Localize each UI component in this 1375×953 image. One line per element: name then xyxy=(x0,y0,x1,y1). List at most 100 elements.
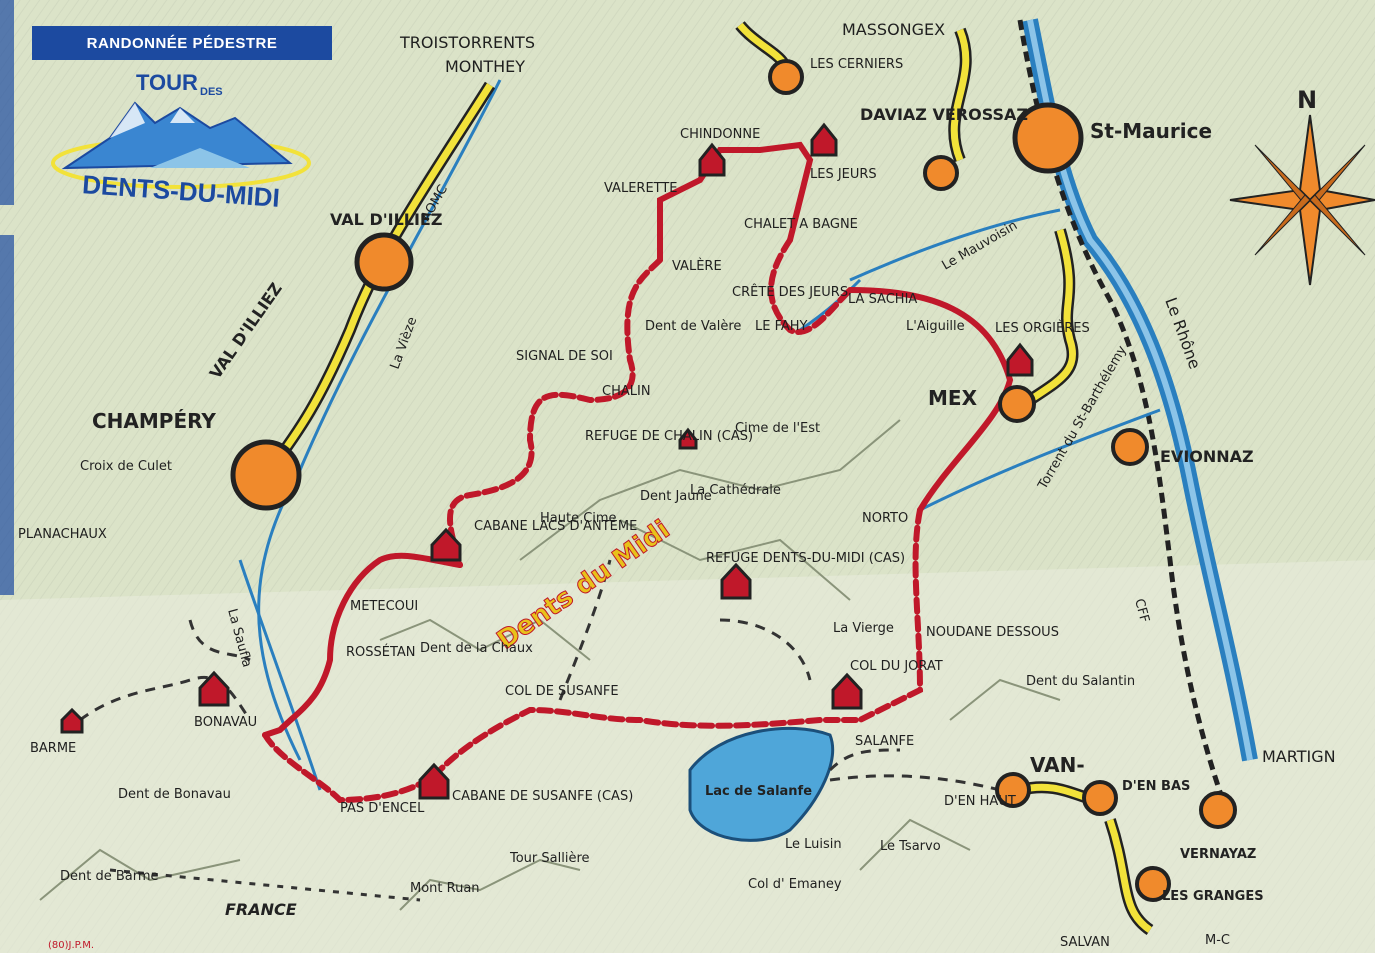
label-cime-de-l-est[interactable]: Cime de l'Est xyxy=(735,421,820,436)
town-marker-val-d-illiez[interactable] xyxy=(354,232,414,292)
label-metecoui[interactable]: METECOUI xyxy=(350,599,418,614)
label-rossetan[interactable]: ROSSÉTAN xyxy=(346,644,416,660)
town-marker-les-cerniers[interactable] xyxy=(768,59,804,95)
label-valere[interactable]: VALÈRE xyxy=(672,258,722,274)
label-col-de-susanfe[interactable]: COL DE SUSANFE xyxy=(505,684,619,699)
label-signature: (80)J.P.M. xyxy=(48,940,94,951)
label-massongex[interactable]: MASSONGEX xyxy=(842,20,945,39)
town-marker-les-granges[interactable] xyxy=(1135,866,1171,902)
label-la-cathedrale[interactable]: La Cathédrale xyxy=(690,483,781,498)
label-tour-salliere[interactable]: Tour Sallière xyxy=(509,851,590,866)
label-chindonne[interactable]: CHINDONNE xyxy=(680,127,760,142)
label-m-c[interactable]: M-C xyxy=(1205,933,1230,948)
hut-icon-mex[interactable] xyxy=(1006,342,1034,377)
label-monthey[interactable]: MONTHEY xyxy=(445,57,525,76)
label-mex[interactable]: MEX xyxy=(928,386,978,410)
logo-des-text: DES xyxy=(200,86,223,98)
hut-icon-bonavau[interactable] xyxy=(198,670,230,707)
label-van-d-en-bas[interactable]: D'EN BAS xyxy=(1122,779,1190,794)
route-dashed xyxy=(262,237,924,804)
town-marker-st-maurice[interactable] xyxy=(1012,102,1084,174)
hut-icon-refuge-dents-du-midi[interactable] xyxy=(720,562,752,600)
hut-icon-chindonne[interactable] xyxy=(698,142,726,177)
label-col-d-emaney[interactable]: Col d' Emaney xyxy=(748,877,842,892)
town-marker-mex[interactable] xyxy=(998,385,1036,423)
label-mont-ruan[interactable]: Mont Ruan xyxy=(410,881,480,896)
town-markers xyxy=(230,59,1237,902)
label-dent-de-valere[interactable]: Dent de Valère xyxy=(645,319,741,334)
label-les-jeurs[interactable]: LES JEURS xyxy=(810,167,877,182)
label-dent-de-la-chaux[interactable]: Dent de la Chaux xyxy=(420,641,533,656)
label-st-maurice[interactable]: St-Maurice xyxy=(1090,119,1212,143)
label-dent-du-salantin[interactable]: Dent du Salantin xyxy=(1026,674,1135,689)
label-col-du-jorat[interactable]: COL DU JORAT xyxy=(850,659,943,674)
label-salvan[interactable]: SALVAN xyxy=(1060,935,1110,950)
left-frame-2 xyxy=(0,235,14,595)
label-daviaz-verossaz[interactable]: DAVIAZ VEROSSAZ xyxy=(860,105,1028,124)
label-barme[interactable]: BARME xyxy=(30,741,76,756)
label-dent-jaune[interactable]: Dent Jaune xyxy=(640,489,712,504)
other-trails xyxy=(79,559,1001,792)
label-haute-cime[interactable]: Haute Cime xyxy=(540,511,617,526)
hut-icon-refuge-chalin[interactable] xyxy=(678,427,698,450)
label-france[interactable]: FRANCE xyxy=(225,900,297,919)
label-croix-de-culet[interactable]: Croix de Culet xyxy=(80,459,172,474)
hut-icon-cabane-susanfe[interactable] xyxy=(418,762,450,800)
label-dent-de-bonavau[interactable]: Dent de Bonavau xyxy=(118,787,231,802)
hut-icon-barme[interactable] xyxy=(60,707,84,734)
france-border xyxy=(109,868,421,902)
label-val-d-illiez[interactable]: VAL D'ILLIEZ xyxy=(330,210,442,229)
label-d-en-haut[interactable]: D'EN HAUT xyxy=(944,794,1016,809)
label-evionnaz[interactable]: EVIONNAZ xyxy=(1160,447,1254,466)
label-les-cerniers[interactable]: LES CERNIERS xyxy=(810,57,903,72)
label-chalin[interactable]: CHALIN xyxy=(602,384,651,399)
label-chalet-a-bagne[interactable]: CHALET A BAGNE xyxy=(744,217,858,232)
label-l-aiguille[interactable]: L'Aiguille xyxy=(906,319,965,334)
railway-cff xyxy=(1017,19,1233,821)
hut-icon-salanfe[interactable] xyxy=(831,672,863,710)
label-refuge-dents-du-midi[interactable]: REFUGE DENTS-DU-MIDI (CAS) xyxy=(706,551,905,566)
town-marker-vernayaz[interactable] xyxy=(1199,791,1237,829)
label-refuge-chalin[interactable]: REFUGE DE CHALIN (CAS) xyxy=(585,429,753,444)
label-martigny[interactable]: MARTIGN xyxy=(1262,747,1336,766)
label-cabane-anteme[interactable]: CABANE LACS D'ANTÈME xyxy=(474,518,637,534)
hut-icon-cabane-anteme[interactable] xyxy=(430,527,462,562)
label-cabane-susanfe[interactable]: CABANE DE SUSANFE (CAS) xyxy=(452,789,633,804)
label-le-tsarvo[interactable]: Le Tsarvo xyxy=(880,839,941,854)
label-norto[interactable]: NORTO xyxy=(862,511,908,526)
tour-logo: TOUR DES DENTS-DU-MIDI xyxy=(50,68,312,218)
town-marker-van-d-en-bas[interactable] xyxy=(1082,780,1118,816)
compass-rose: N xyxy=(1229,86,1375,286)
logo-tour-text: TOUR xyxy=(136,70,198,95)
lac-de-salanfe xyxy=(688,726,835,842)
label-la-sachia[interactable]: LA SACHIA xyxy=(848,292,917,307)
label-signal-de-soi[interactable]: SIGNAL DE SOI xyxy=(516,349,613,364)
logo-mountains xyxy=(51,101,311,189)
label-lac-de-salanfe[interactable]: Lac de Salanfe xyxy=(705,784,812,799)
label-le-fahy[interactable]: LE FAHY xyxy=(755,319,808,334)
label-la-vierge[interactable]: La Vierge xyxy=(833,621,894,636)
label-bonavau[interactable]: BONAVAU xyxy=(194,715,257,730)
label-champery[interactable]: CHAMPÉRY xyxy=(92,409,216,433)
town-marker-evionnaz[interactable] xyxy=(1111,428,1149,466)
town-marker-champery[interactable] xyxy=(230,439,302,511)
label-valerette[interactable]: VALERETTE xyxy=(604,181,678,196)
label-noudane-dessous[interactable]: NOUDANE DESSOUS xyxy=(926,625,1059,640)
hut-icon-les-jeurs[interactable] xyxy=(810,122,838,157)
label-les-orgieres[interactable]: LES ORGIÈRES xyxy=(995,320,1090,336)
label-vernayaz[interactable]: VERNAYAZ xyxy=(1180,847,1256,862)
label-le-luisin[interactable]: Le Luisin xyxy=(785,837,842,852)
route-solid xyxy=(262,141,1014,738)
town-marker-van-d-en-haut[interactable] xyxy=(995,772,1031,808)
label-dent-de-barme[interactable]: Dent de Barme xyxy=(60,869,159,884)
label-salanfe[interactable]: SALANFE xyxy=(855,734,914,749)
compass-north-label: N xyxy=(1297,86,1317,114)
label-troistorrents[interactable]: TROISTORRENTS xyxy=(399,33,535,52)
label-cff: CFF xyxy=(1131,597,1152,624)
label-crete-des-jeurs[interactable]: CRÊTE DES JEURS xyxy=(732,284,848,300)
label-pas-d-encel[interactable]: PAS D'ENCEL xyxy=(340,801,425,816)
label-van[interactable]: VAN- xyxy=(1030,753,1085,777)
label-planachaux[interactable]: PLANACHAUX xyxy=(18,527,107,542)
label-les-granges[interactable]: LES GRANGES xyxy=(1162,889,1264,904)
town-marker-daviaz[interactable] xyxy=(923,155,959,191)
